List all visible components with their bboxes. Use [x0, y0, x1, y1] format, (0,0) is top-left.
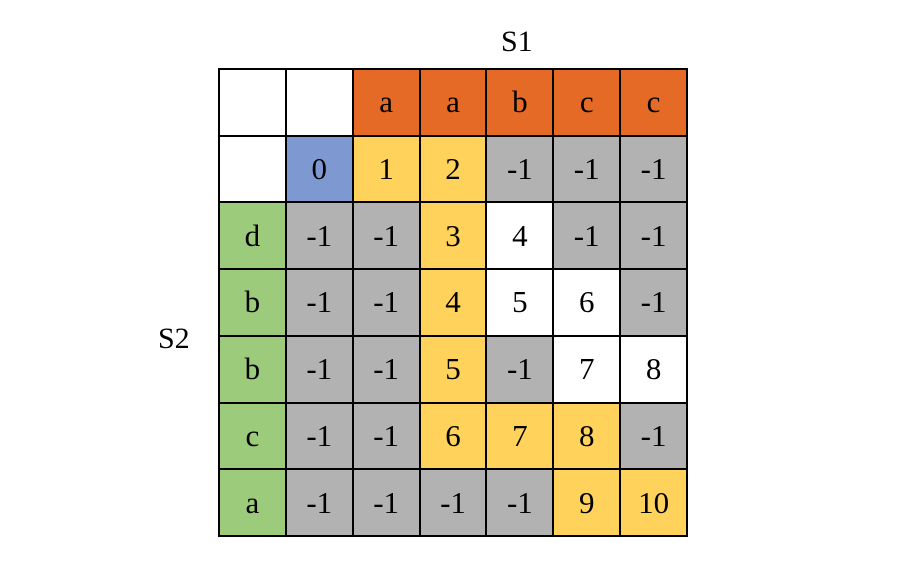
grid-cell-r2-c1: -1	[286, 203, 354, 271]
grid-cell-r3-c3: 4	[420, 270, 488, 337]
grid-cell-r1-c1: 0	[286, 136, 354, 204]
grid-cell-r0-c5: c	[554, 70, 622, 137]
grid-cell-r6-c5: 9	[554, 470, 622, 537]
grid-cell-r2-c3: 3	[420, 203, 488, 271]
grid-cell-r6-c2: -1	[353, 470, 421, 537]
grid-cell-r2-c4: 4	[487, 203, 555, 271]
grid-cell-r1-c6: -1	[621, 136, 688, 204]
grid-cell-r3-c0: b	[220, 270, 287, 337]
grid-cell-r6-c6: 10	[621, 470, 688, 537]
grid-cell-r4-c5: 7	[554, 336, 622, 404]
grid-cell-r5-c6: -1	[621, 403, 688, 471]
grid-cell-r0-c1	[286, 70, 354, 137]
grid-cell-r0-c3: a	[420, 70, 488, 137]
s2-label: S2	[158, 322, 190, 355]
grid-cell-r6-c3: -1	[420, 470, 488, 537]
grid-cell-r1-c3: 2	[420, 136, 488, 204]
grid-cell-r1-c2: 1	[353, 136, 421, 204]
grid-cell-r1-c4: -1	[487, 136, 555, 204]
grid-cell-r2-c5: -1	[554, 203, 622, 271]
grid-cell-r0-c4: b	[487, 70, 555, 137]
grid-cell-r4-c1: -1	[286, 336, 354, 404]
grid-cell-r1-c5: -1	[554, 136, 622, 204]
grid-cell-r4-c0: b	[220, 336, 287, 404]
grid-cell-r1-c0	[220, 136, 287, 204]
grid-cell-r6-c4: -1	[487, 470, 555, 537]
grid-cell-r3-c5: 6	[554, 270, 622, 337]
grid-cell-r2-c6: -1	[621, 203, 688, 271]
grid-cell-r4-c3: 5	[420, 336, 488, 404]
grid-cell-r2-c0: d	[220, 203, 287, 271]
grid-cell-r5-c2: -1	[353, 403, 421, 471]
grid-cell-r3-c1: -1	[286, 270, 354, 337]
grid-cell-r5-c3: 6	[420, 403, 488, 471]
grid-cell-r0-c2: a	[353, 70, 421, 137]
grid-cell-r6-c1: -1	[286, 470, 354, 537]
grid-cell-r4-c2: -1	[353, 336, 421, 404]
grid-cell-r3-c2: -1	[353, 270, 421, 337]
grid-cell-r5-c1: -1	[286, 403, 354, 471]
grid-cell-r5-c5: 8	[554, 403, 622, 471]
grid-cell-r5-c4: 7	[487, 403, 555, 471]
s1-label: S1	[501, 25, 533, 58]
grid-cell-r0-c6: c	[621, 70, 688, 137]
grid-cell-r3-c4: 5	[487, 270, 555, 337]
grid-cell-r2-c2: -1	[353, 203, 421, 271]
grid-cell-r3-c6: -1	[621, 270, 688, 337]
grid-cell-r4-c4: -1	[487, 336, 555, 404]
grid-cell-r5-c0: c	[220, 403, 287, 471]
grid-cell-r0-c0	[220, 70, 287, 137]
grid-cell-r4-c6: 8	[621, 336, 688, 404]
grid-cell-r6-c0: a	[220, 470, 287, 537]
